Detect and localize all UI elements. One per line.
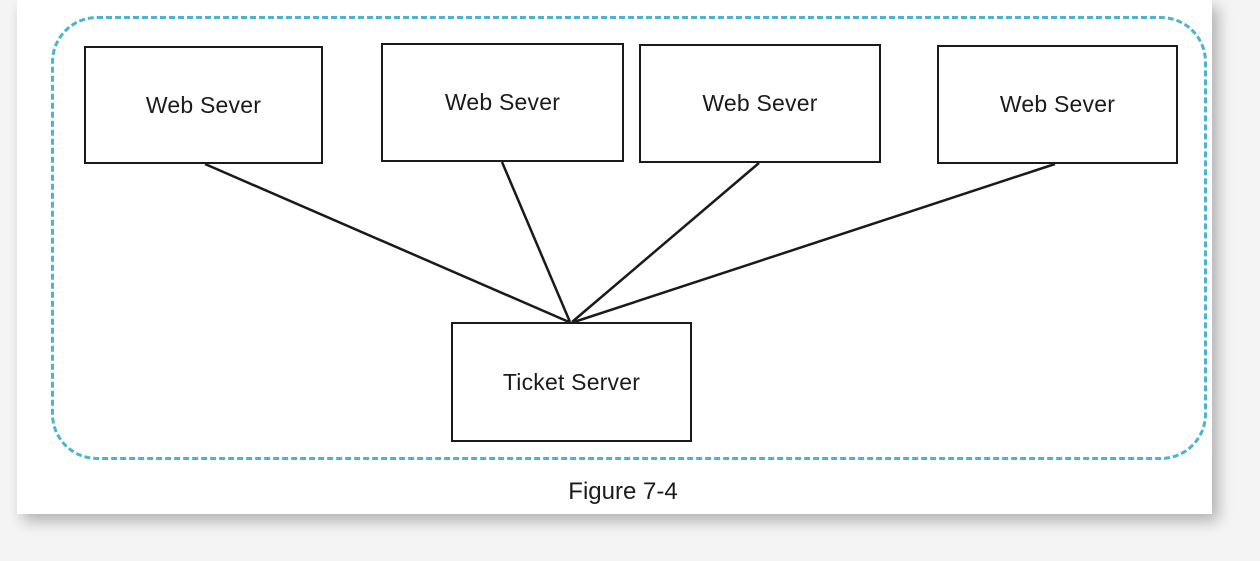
system-boundary-dashed-rect [51,16,1207,460]
node-ticket-server[interactable]: Ticket Server [451,322,692,442]
figure-caption: Figure 7-4 [568,478,678,505]
node-web-server-2[interactable]: Web Sever [381,43,624,162]
node-web-server-1[interactable]: Web Sever [84,46,323,164]
node-label: Web Sever [999,91,1116,117]
node-label: Ticket Server [502,368,641,395]
node-label: Web Sever [444,89,561,115]
node-label: Web Sever [702,90,818,116]
node-web-server-4[interactable]: Web Sever [937,45,1178,164]
node-label: Web Sever [145,91,262,118]
node-web-server-3[interactable]: Web Sever [639,44,881,163]
document-page: Web Sever Web Sever Web Sever Web Sever … [17,0,1212,514]
